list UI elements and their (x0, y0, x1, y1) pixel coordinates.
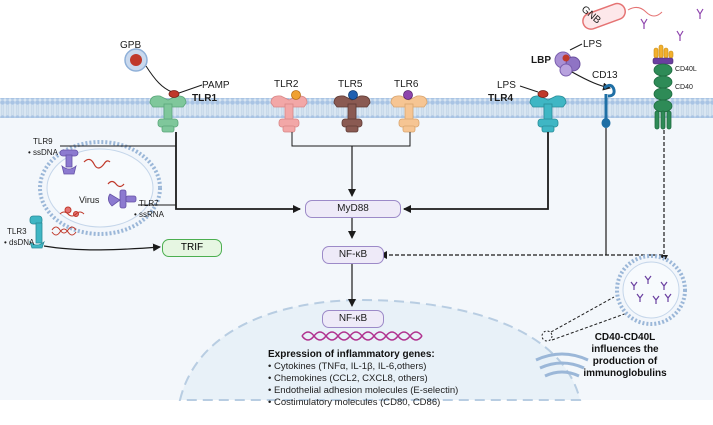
tlr7-label: TLR7 (139, 199, 159, 208)
expression-item-chemokines: • Chemokines (CCL2, CXCL8, others) (268, 373, 428, 384)
cd40-cd40l-note: CD40-CD40L influences the production of … (575, 332, 675, 380)
tlr9-receptor-icon (59, 149, 79, 175)
tlr1-to-myd88-arrow (175, 132, 301, 213)
zoom-line-right (551, 311, 631, 341)
tlr9-label: TLR9 (33, 137, 53, 146)
tlr5-label: TLR5 (338, 79, 363, 90)
tlr7-receptor-icon (108, 189, 137, 209)
secretory-vesicle-small (541, 330, 553, 342)
cd40-note-line: CD40-CD40L (594, 332, 656, 343)
tlr6-receptor-icon (390, 95, 428, 133)
expression-heading: Expression of inflammatory genes: (268, 349, 435, 360)
tlr-cluster-bracket (291, 132, 411, 147)
tlr3-label: TLR3 (7, 227, 27, 236)
cd40l-ligand-icon (652, 44, 674, 65)
gpb-to-pamp-line (145, 65, 173, 93)
dna-helix-icon (301, 331, 423, 341)
nfkb-nucleus-node: NF-κB (322, 310, 384, 328)
pamp-icon (168, 90, 180, 98)
gpb-label: GPB (120, 40, 142, 51)
dsdna-icon (51, 226, 77, 236)
tlr1-receptor-icon (149, 95, 187, 133)
expression-item-adhesion: • Endothelial adhesion molecules (E-sele… (268, 385, 459, 396)
cd40-to-nfkb-arrow (379, 130, 665, 259)
trif-node: TRIF (162, 239, 222, 257)
tlr6-label: TLR6 (394, 79, 419, 90)
tlr2-label: TLR2 (274, 79, 299, 90)
lbp-label: LBP (531, 55, 551, 66)
virus-label: Virus (79, 195, 100, 205)
ssdna-label: • ssDNA (28, 148, 58, 157)
cd40-note-line: influences the (591, 344, 659, 355)
tlr3-receptor-icon (29, 215, 45, 249)
tlr4-label: TLR4 (488, 93, 513, 104)
cd40-note-line: immunoglobulins (583, 368, 667, 379)
cd40l-label: CD40L (675, 66, 697, 73)
gnb-bacterium-icon (582, 2, 626, 30)
dsdna-label: • dsDNA (4, 238, 35, 247)
cd13-label: CD13 (592, 70, 618, 81)
cd40-receptor-icon (653, 63, 673, 130)
cd40-label: CD40 (675, 84, 693, 91)
zoom-line-left (550, 296, 615, 333)
expression-item-cytokines: • Cytokines (TNFα, IL-1β, IL-6,others) (268, 361, 427, 372)
cd40-note-line: production of (592, 356, 658, 367)
tlr5-receptor-icon (333, 95, 371, 133)
gpb-bacterium-icon (124, 48, 148, 72)
expression-item-costimulatory: • Costimulatory molecules (CD80, CD86) (268, 397, 441, 408)
lps-molecule-icon (640, 8, 704, 41)
inflammatory-gene-expression: Expression of inflammatory genes: • Cyto… (268, 349, 458, 409)
golgi-icon (535, 352, 589, 378)
tlr4-to-myd88-arrow (403, 132, 549, 213)
myd88-node: MyD88 (305, 200, 401, 218)
lbp-complex-icon (554, 51, 581, 77)
ssrna-label: • ssRNA (134, 210, 164, 219)
nfkb-cytoplasm-node: NF-κB (322, 246, 384, 264)
pamp-label: PAMP (202, 80, 230, 91)
nucleus (178, 298, 582, 401)
tlr3-to-trif-arrow (43, 243, 161, 252)
immunoglobulin-vesicle-icon (615, 254, 687, 326)
tlr1-label: TLR1 (192, 93, 217, 104)
tlr2-receptor-icon (270, 95, 308, 133)
virus-icon (59, 206, 85, 217)
endosome-icon (38, 140, 162, 236)
lps-label-tlr4: LPS (497, 80, 516, 91)
lps-label-top: LPS (583, 39, 602, 50)
